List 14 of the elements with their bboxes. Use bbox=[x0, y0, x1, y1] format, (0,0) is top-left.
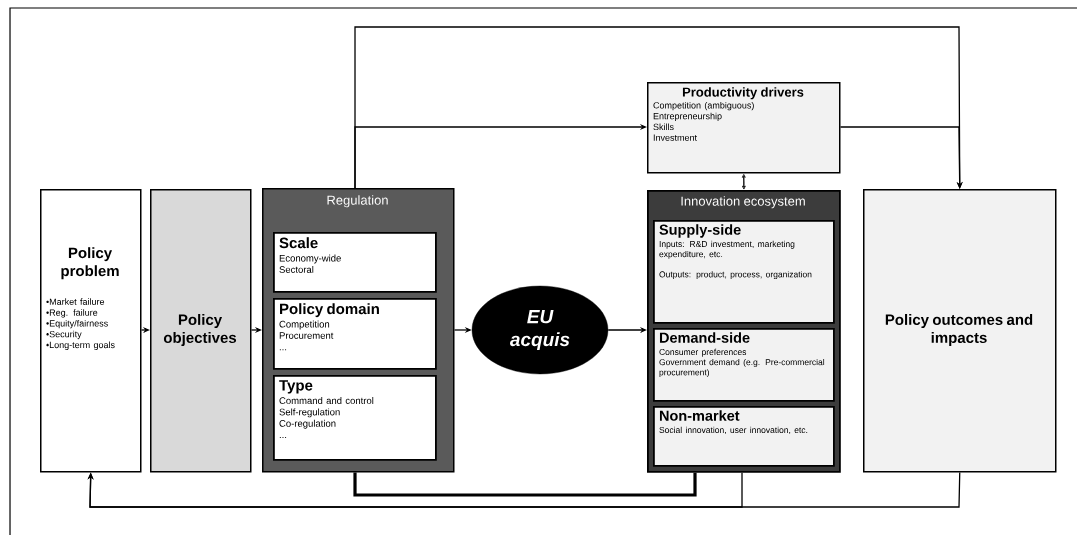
category-box: Non-market Social innovation, user innovation, etc. bbox=[653, 406, 835, 467]
category-box: Supply-side Inputs: R&D investment, marketing expenditure, etc. Outputs: product, process, organization bbox=[653, 220, 835, 324]
arrow bbox=[354, 26, 963, 189]
category-box: Scale Economy-wide Sectoral bbox=[273, 232, 437, 293]
objectives-box: Policy objectives bbox=[150, 189, 252, 473]
arrow bbox=[87, 471, 961, 508]
problem-box: Policy problem •Market failure •Reg. failure •Equity/fairness •Security •Long-term goals bbox=[40, 189, 142, 473]
category-box: Policy domain Competition Procurement ... bbox=[273, 298, 437, 370]
category-box: Demand-side Consumer preferences Government demand (e.g. Pre-commercial procurement) bbox=[653, 328, 835, 402]
outcomes-box: Policy outcomes and impacts bbox=[863, 189, 1057, 473]
category-box: Type Command and control Self-regulation Co-regulation ... bbox=[273, 375, 437, 461]
arrow bbox=[839, 126, 963, 189]
arrow bbox=[741, 174, 746, 190]
drivers-box: Productivity drivers Competition (ambiguous) Entrepreneurship Skills Investment bbox=[647, 82, 841, 174]
